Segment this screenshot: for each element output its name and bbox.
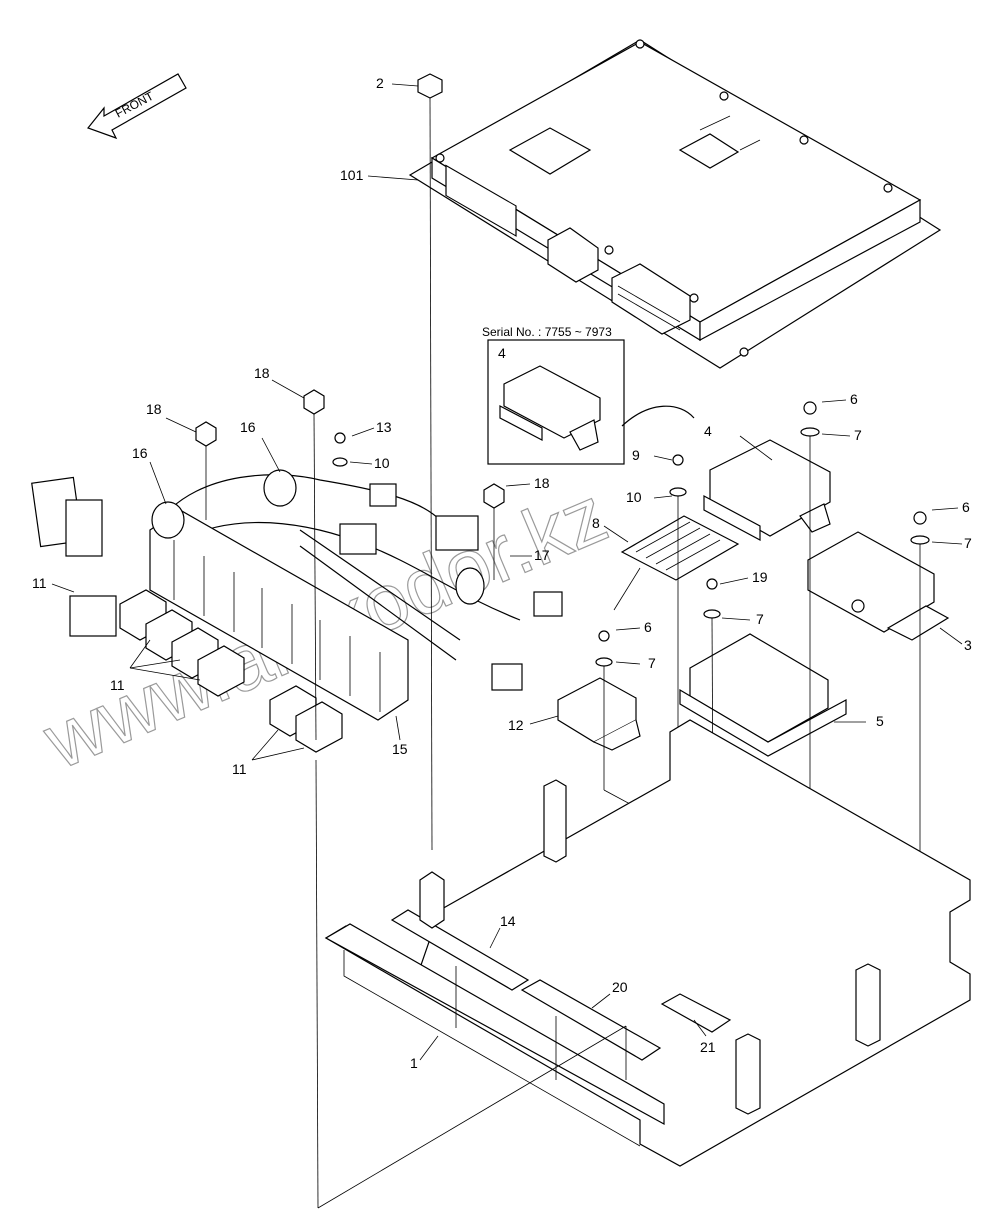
front-arrow-shape xyxy=(87,73,187,140)
callout-4: 4 xyxy=(704,423,712,439)
connector-a xyxy=(445,164,517,237)
callout-18-left: 18 xyxy=(146,401,162,417)
bolt-2 xyxy=(417,73,443,851)
callout-20: 20 xyxy=(612,979,628,995)
callout-13: 13 xyxy=(376,419,392,435)
callout-11-top: 11 xyxy=(32,575,47,591)
callout-17: 17 xyxy=(534,547,550,563)
strip-21 xyxy=(660,993,732,1033)
callout-101: 101 xyxy=(340,167,364,183)
callout-7-right: 7 xyxy=(964,535,972,551)
front-arrow: FRONT xyxy=(87,73,187,140)
part-12-relay xyxy=(557,677,641,751)
base-frame-1 xyxy=(317,719,971,1209)
callout-19: 19 xyxy=(752,569,768,585)
callout-10-center: 10 xyxy=(626,489,642,505)
callout-7-top: 7 xyxy=(854,427,862,443)
harness-assembly xyxy=(31,389,563,1209)
callout-labels: 2 101 4 4 6 7 6 7 9 10 8 3 19 7 6 7 5 12… xyxy=(32,75,972,1071)
serial-label: Serial No. : 7755 ~ 7973 xyxy=(482,325,612,339)
part-5-block xyxy=(679,633,847,757)
callout-3: 3 xyxy=(964,637,972,653)
callout-14: 14 xyxy=(500,913,516,929)
callout-16-left: 16 xyxy=(132,445,148,461)
callout-7-low: 7 xyxy=(648,655,656,671)
callout-11-mid: 11 xyxy=(110,677,125,693)
connector-b xyxy=(547,227,599,283)
callout-21: 21 xyxy=(700,1039,716,1055)
callout-5: 5 xyxy=(876,713,884,729)
callout-2: 2 xyxy=(376,75,384,91)
callout-9: 9 xyxy=(632,447,640,463)
leader-lines xyxy=(51,83,963,1061)
inset-arrow xyxy=(621,405,695,427)
callout-15: 15 xyxy=(392,741,408,757)
strip-14 xyxy=(390,909,530,991)
control-unit-101 xyxy=(408,39,942,369)
part-4-module xyxy=(703,439,831,542)
part-3-box xyxy=(807,531,950,641)
callout-12: 12 xyxy=(508,717,524,733)
callout-6-mid: 6 xyxy=(644,619,652,635)
callout-6-top: 6 xyxy=(850,391,858,407)
callout-8: 8 xyxy=(592,515,600,531)
part-8-plate xyxy=(613,515,740,611)
callout-7-mid: 7 xyxy=(756,611,764,627)
callout-6-right: 6 xyxy=(962,499,970,515)
callout-10-left: 10 xyxy=(374,455,390,471)
callout-11-low: 11 xyxy=(232,761,247,777)
callout-1: 1 xyxy=(410,1055,418,1071)
callout-16-right: 16 xyxy=(240,419,256,435)
serial-inset: Serial No. : 7755 ~ 7973 xyxy=(482,325,625,465)
callout-18-right: 18 xyxy=(534,475,550,491)
callout-4-inset: 4 xyxy=(498,345,506,361)
callout-18-mid: 18 xyxy=(254,365,270,381)
strip-20 xyxy=(520,979,662,1061)
